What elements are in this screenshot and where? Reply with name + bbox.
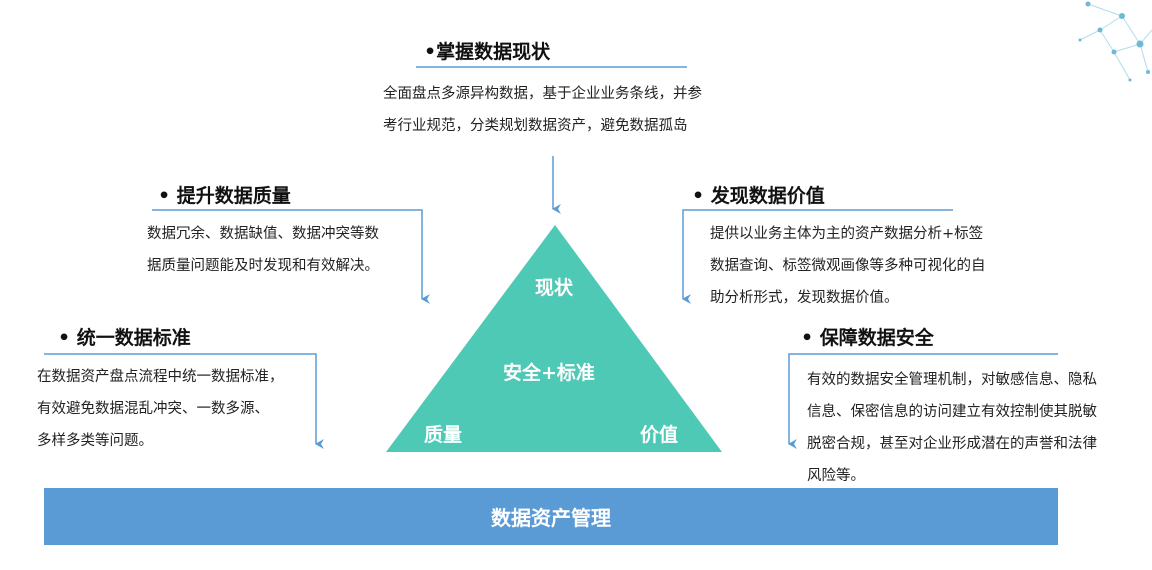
security-connector	[788, 353, 1058, 449]
standard-connector	[44, 353, 324, 449]
triangle-center-label: 安全+标准	[503, 362, 595, 384]
triangle-shape	[386, 225, 722, 452]
status-line-2: 考行业规范，分类规划数据资产，避免数据孤岛	[383, 118, 688, 134]
standard-line-1: 在数据资产盘点流程中统一数据标准，	[37, 369, 284, 385]
quality-line-2: 据质量问题能及时发现和有效解决。	[147, 258, 379, 274]
standard-line-3: 多样多类等问题。	[37, 433, 153, 449]
security-description: 有效的数据安全管理机制，对敏感信息、隐私 信息、保密信息的访问建立有效控制使其脱…	[807, 364, 1097, 492]
security-heading: • 保障数据安全	[801, 327, 934, 349]
security-line-1: 有效的数据安全管理机制，对敏感信息、隐私	[807, 372, 1097, 388]
value-heading: • 发现数据价值	[692, 185, 825, 207]
standard-heading: • 统一数据标准	[58, 327, 191, 349]
quality-description: 数据冗余、数据缺值、数据冲突等数 据质量问题能及时发现和有效解决。	[147, 218, 379, 282]
standard-description: 在数据资产盘点流程中统一数据标准， 有效避免数据混乱冲突、一数多源、 多样多类等…	[37, 361, 284, 457]
status-heading: •掌握数据现状	[424, 41, 551, 63]
security-line-2: 信息、保密信息的访问建立有效控制使其脱敏	[807, 404, 1097, 420]
value-description: 提供以业务主体为主的资产数据分析+标签 数据查询、标签微观画像等多种可视化的自 …	[710, 218, 986, 314]
value-line-1: 提供以业务主体为主的资产数据分析+标签	[710, 226, 984, 242]
standard-line-2: 有效避免数据混乱冲突、一数多源、	[37, 401, 269, 417]
quality-line-1: 数据冗余、数据缺值、数据冲突等数	[147, 226, 379, 242]
triangle-left-label: 质量	[424, 424, 463, 446]
triangle-top-label: 现状	[535, 277, 574, 299]
quality-heading: • 提升数据质量	[158, 185, 291, 207]
triangle-right-label: 价值	[640, 424, 679, 446]
data-asset-management-bar: 数据资产管理	[44, 488, 1058, 545]
security-line-3: 脱密合规，甚至对企业形成潜在的声誉和法律	[807, 436, 1097, 452]
quality-connector	[152, 209, 430, 304]
status-line-1: 全面盘点多源异构数据，基于企业业务条线，并参	[383, 86, 702, 102]
status-description: 全面盘点多源异构数据，基于企业业务条线，并参 考行业规范，分类规划数据资产，避免…	[383, 78, 702, 142]
value-line-3: 助分析形式，发现数据价值。	[710, 290, 899, 306]
value-connector	[682, 209, 953, 304]
security-line-4: 风险等。	[807, 468, 865, 484]
bottom-bar-label: 数据资产管理	[491, 506, 611, 530]
value-line-2: 数据查询、标签微观画像等多种可视化的自	[710, 258, 986, 274]
